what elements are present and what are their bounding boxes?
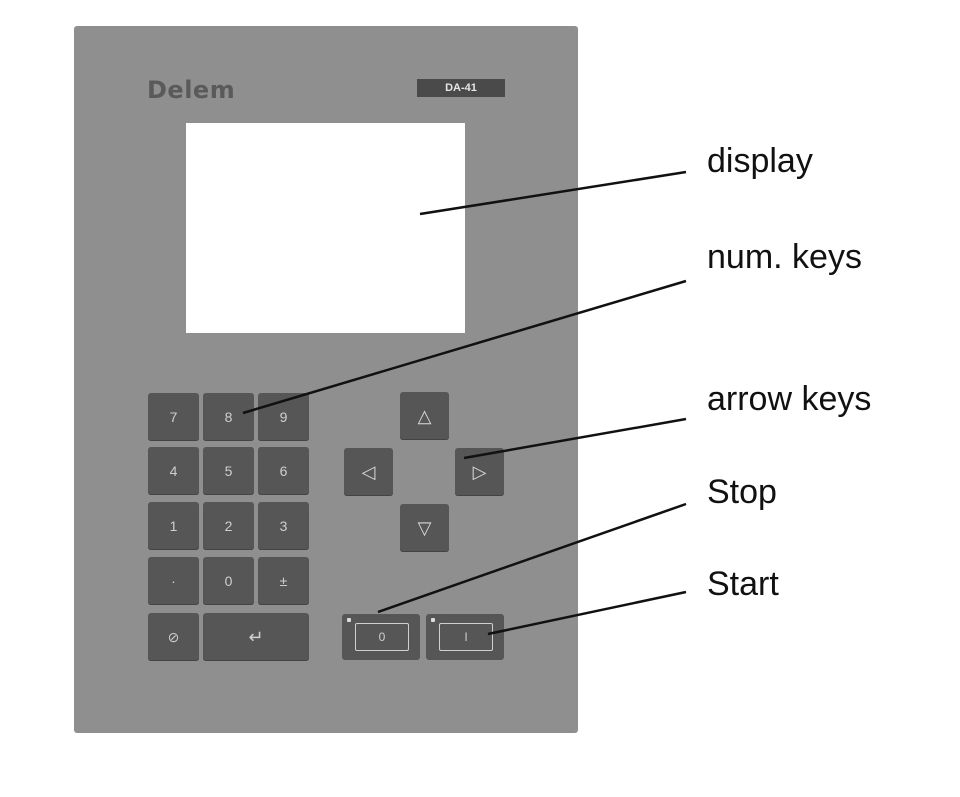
arrow-up-key[interactable]: △ xyxy=(400,392,449,440)
key-5[interactable]: 5 xyxy=(203,447,254,495)
model-badge: DA-41 xyxy=(417,79,505,97)
enter-key[interactable]: ↵ xyxy=(203,613,309,661)
callout-num-keys: num. keys xyxy=(707,238,862,276)
stop-led xyxy=(347,618,351,622)
clear-icon: ⊘ xyxy=(167,629,180,645)
brand-logo: Delem xyxy=(147,76,236,104)
callout-start: Start xyxy=(707,565,779,603)
clear-key[interactable]: ⊘ xyxy=(148,613,199,661)
stop-button[interactable]: 0 xyxy=(342,614,420,660)
start-led xyxy=(431,618,435,622)
key-7[interactable]: 7 xyxy=(148,393,199,441)
leader-start xyxy=(487,590,687,636)
callout-arrow-keys: arrow keys xyxy=(707,380,872,418)
key-1[interactable]: 1 xyxy=(148,502,199,550)
triangle-up-icon: △ xyxy=(417,406,432,426)
triangle-right-icon: ▷ xyxy=(472,462,487,482)
enter-icon: ↵ xyxy=(248,627,264,647)
key-3[interactable]: 3 xyxy=(258,502,309,550)
start-button[interactable]: I xyxy=(426,614,504,660)
key-0[interactable]: 0 xyxy=(203,557,254,605)
leader-display xyxy=(419,170,687,216)
leader-num-keys xyxy=(242,279,687,415)
leader-arrow-keys xyxy=(463,417,687,460)
key-plus-minus[interactable]: ± xyxy=(258,557,309,605)
key-8[interactable]: 8 xyxy=(203,393,254,441)
arrow-left-key[interactable]: ◁ xyxy=(344,448,393,496)
triangle-left-icon: ◁ xyxy=(361,462,376,482)
arrow-down-key[interactable]: ▽ xyxy=(400,504,449,552)
key-2[interactable]: 2 xyxy=(203,502,254,550)
callout-stop: Stop xyxy=(707,473,777,511)
display-screen xyxy=(186,123,465,333)
stop-symbol: 0 xyxy=(355,623,409,651)
key-decimal[interactable]: · xyxy=(148,557,199,605)
key-6[interactable]: 6 xyxy=(258,447,309,495)
triangle-down-icon: ▽ xyxy=(417,518,432,538)
key-4[interactable]: 4 xyxy=(148,447,199,495)
leader-stop xyxy=(377,502,687,614)
callout-display: display xyxy=(707,142,813,180)
start-symbol: I xyxy=(439,623,493,651)
